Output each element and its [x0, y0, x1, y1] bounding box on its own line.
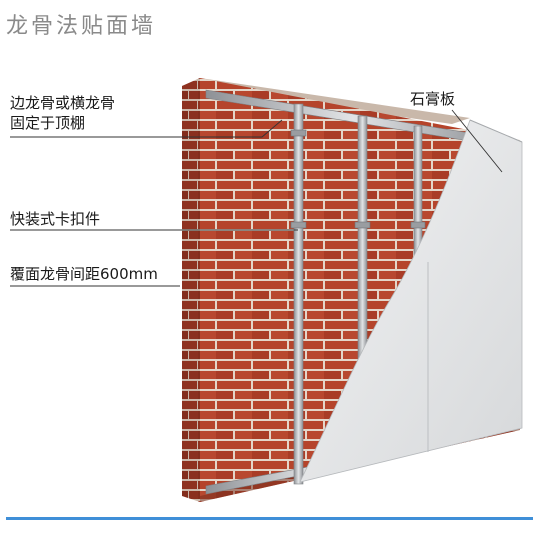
label-fixed-to-ceiling: 固定于顶棚: [10, 114, 86, 132]
page-title: 龙骨法贴面墙: [6, 14, 157, 39]
label-side-keel: 边龙骨或横龙骨: [10, 94, 116, 112]
clip-fastener: [290, 129, 307, 137]
clip-fastener: [354, 221, 371, 229]
vertical-keel-1: [293, 103, 304, 485]
leader-line-gypsum: [451, 109, 503, 173]
leader-line-side-keel: [10, 119, 283, 138]
bottom-divider: [6, 517, 533, 520]
wall-diagram: [10, 78, 523, 502]
label-clip-fastener: 快装式卡扣件: [10, 210, 101, 228]
clip-fastener: [290, 221, 307, 229]
clip-fastener: [410, 221, 426, 229]
gypsum-board: [299, 119, 523, 483]
label-gypsum-board: 石膏板: [410, 90, 456, 108]
label-keel-spacing: 覆面龙骨间距600mm: [10, 265, 158, 283]
wall-side: [182, 78, 200, 502]
